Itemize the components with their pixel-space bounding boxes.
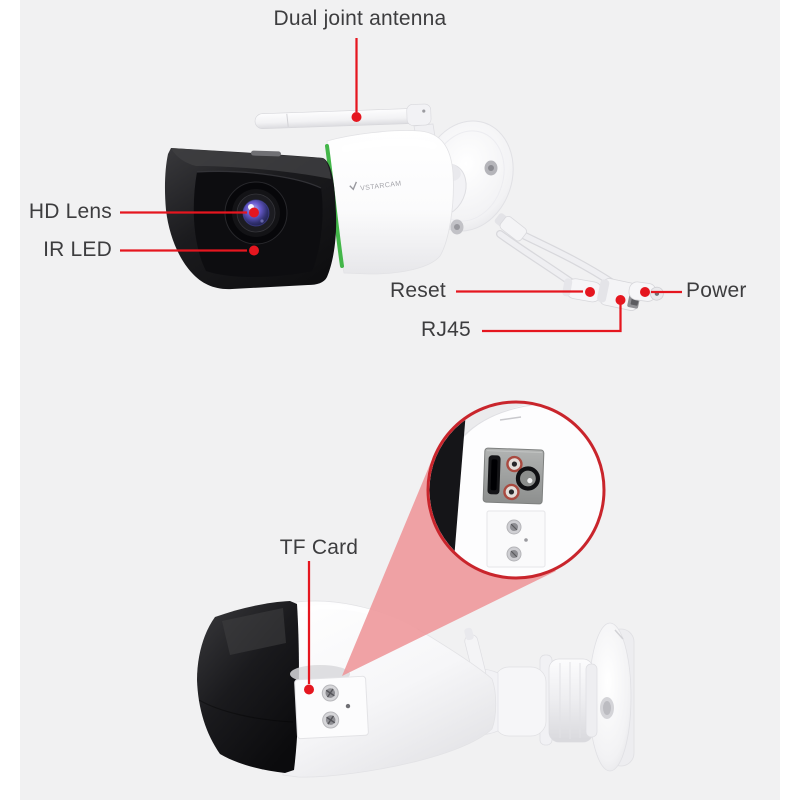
bottom-mount-base bbox=[588, 622, 635, 772]
pigtail-plug bbox=[494, 213, 527, 242]
callout-label-hd-lens: HD Lens bbox=[28, 200, 112, 223]
callout-label-reset: Reset bbox=[390, 279, 446, 302]
bottom-camera-hood bbox=[197, 601, 299, 773]
callout-label-rj45: RJ45 bbox=[421, 318, 471, 341]
panel-screw bbox=[506, 455, 523, 473]
callout-line-hd-lens bbox=[120, 207, 259, 218]
inset-detail-circle bbox=[426, 400, 606, 580]
body-highlight bbox=[341, 138, 437, 153]
callout-line-power bbox=[640, 287, 682, 297]
dual-joint-antenna-rod bbox=[254, 103, 432, 130]
magnifier-cone bbox=[342, 457, 556, 676]
plate-screw bbox=[321, 684, 339, 702]
inset-port-panel bbox=[482, 447, 545, 505]
inset-red-ring bbox=[426, 400, 606, 580]
inset-plate bbox=[486, 510, 546, 568]
hood-vent-slot bbox=[250, 150, 281, 157]
callout-line-tf-card bbox=[304, 561, 314, 695]
panel-button bbox=[515, 466, 541, 491]
callout-label-tf-card: TF Card bbox=[279, 536, 359, 559]
callout-label-dual-joint-antenna: Dual joint antenna bbox=[273, 7, 447, 30]
bottom-camera bbox=[197, 600, 635, 778]
antenna-hinge bbox=[406, 103, 432, 126]
callout-label-ir-led: IR LED bbox=[43, 238, 112, 261]
plate-screw bbox=[322, 711, 340, 729]
callout-line-reset bbox=[456, 287, 595, 297]
brand-logo-icon bbox=[349, 181, 358, 191]
mount-lock-collar bbox=[539, 654, 598, 746]
callout-line-dual-joint-antenna bbox=[351, 38, 362, 122]
plate-pinhole bbox=[345, 703, 351, 709]
tf-card-plate bbox=[294, 675, 369, 740]
callout-annotations bbox=[120, 38, 682, 695]
callout-label-power: Power bbox=[686, 279, 747, 302]
mount-joint bbox=[493, 666, 547, 737]
callout-line-ir-led bbox=[120, 245, 259, 256]
panel-screw bbox=[503, 483, 520, 501]
callout-line-rj45 bbox=[482, 295, 626, 333]
